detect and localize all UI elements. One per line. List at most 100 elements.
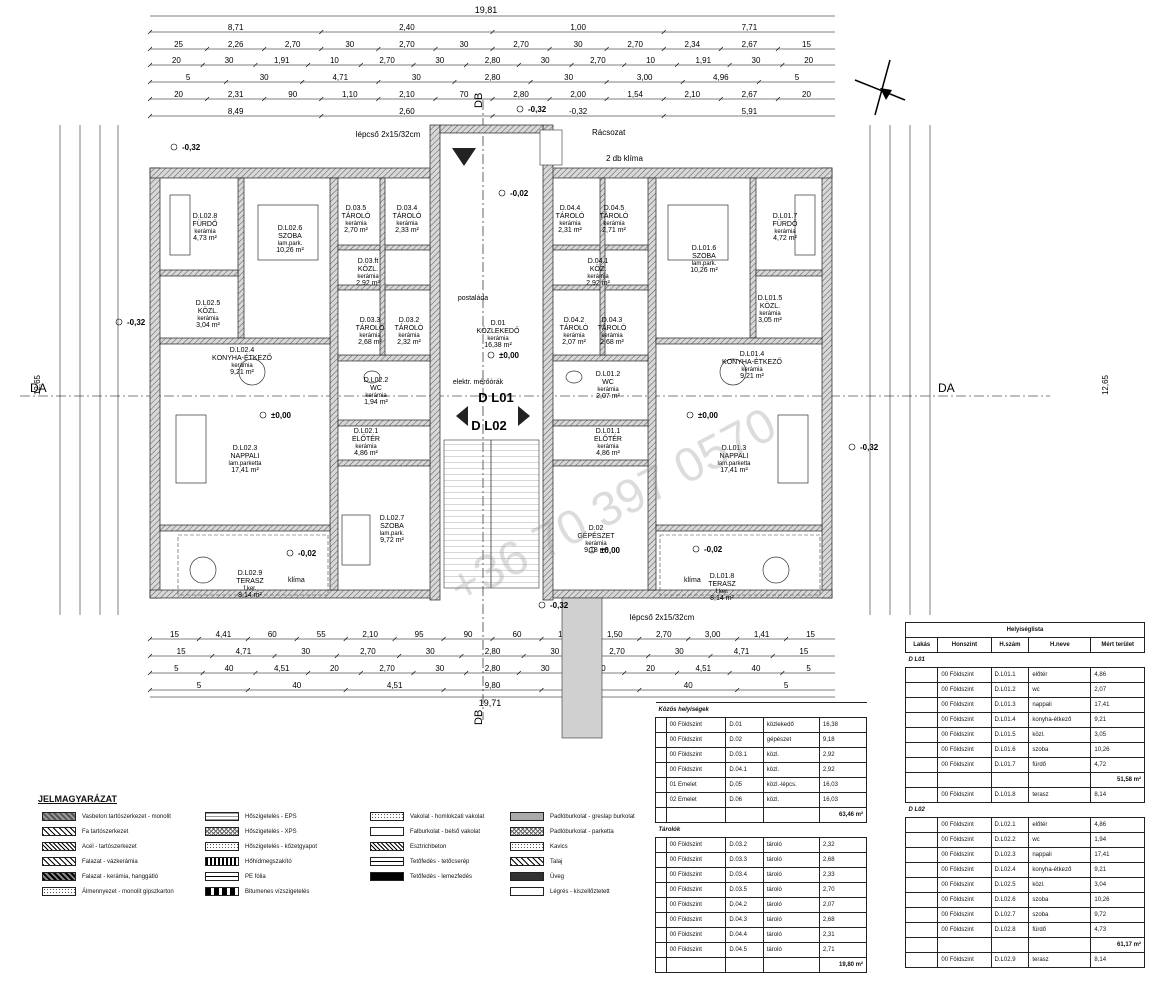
room-name: SZOBA: [692, 253, 716, 260]
table-cell: D.L01.8: [990, 787, 1030, 803]
level-value: -0,32: [860, 443, 879, 452]
dim-tick: [305, 62, 311, 68]
level-marker-icon: [538, 601, 546, 609]
dim-value: -0,32: [569, 107, 588, 116]
dim-value: 2,80: [485, 73, 501, 82]
room-floor: kerámia: [603, 221, 625, 227]
fixtures: [169, 148, 816, 589]
wall: [542, 124, 554, 601]
level-marker-icon: [516, 105, 524, 113]
table-title-row: Helyiséglista: [905, 622, 1145, 638]
sofa-icon: [777, 414, 809, 484]
dim-value: 30: [541, 56, 550, 65]
table-cell: fürdő: [1028, 757, 1092, 773]
table-cell: D.06: [725, 792, 764, 808]
room-name: KONYHA-ÉTKEZŐ: [212, 353, 272, 362]
dim-value: 30: [564, 73, 573, 82]
table-cell: wc: [1028, 832, 1092, 848]
table-cell: [937, 772, 992, 788]
room-code: D.03.ft: [358, 258, 379, 265]
table-cell: közl.: [762, 762, 820, 778]
room-name: KÖZLEKEDŐ: [477, 326, 520, 335]
table-cell: 2,70: [818, 882, 868, 898]
table-cell: D.L01.2: [990, 682, 1030, 698]
room-floor: kerámia: [396, 221, 418, 227]
dim-value: 2,34: [685, 40, 701, 49]
table-cell: 00 Földszint: [937, 952, 992, 968]
dim-tick: [490, 96, 495, 102]
room-area: 2,92 m²: [586, 280, 610, 287]
dim-value: 5: [186, 73, 191, 82]
dim-tick: [661, 46, 666, 52]
table-cell: [904, 727, 939, 743]
table-cell: [655, 792, 667, 808]
level-value: -0,02: [510, 189, 529, 198]
room-name: SZOBA: [380, 523, 404, 530]
dim-value: 2,10: [362, 630, 378, 639]
dim-value: 1,54: [627, 90, 643, 99]
table-section-row: D L01: [905, 652, 1145, 668]
dim-value: 4,51: [695, 664, 711, 673]
table-cell: 01 Emelet: [665, 777, 727, 793]
legend-swatch: [42, 872, 76, 881]
table-cell: tároló: [762, 867, 820, 883]
dim-value: 90: [464, 630, 473, 639]
table-cell: tároló: [762, 837, 820, 853]
table-cell: [655, 837, 667, 853]
dim-tick: [783, 636, 789, 642]
legend-swatch: [510, 857, 544, 866]
table-cell: [762, 957, 820, 973]
table-cell: 00 Földszint: [665, 747, 727, 763]
sofa-icon: [175, 414, 207, 484]
dim-tick: [147, 670, 153, 676]
legend-swatch: [42, 857, 76, 866]
dim-tick: [343, 636, 348, 642]
legend-item: Tetőfedés - tetőcserép: [370, 857, 469, 866]
dim-tick: [459, 653, 464, 659]
table-cell: [655, 732, 667, 748]
table-cell: 2,31: [818, 927, 868, 943]
dim-value: 30: [260, 73, 269, 82]
dim-tick: [622, 62, 627, 68]
wall: [149, 167, 161, 599]
dim-value: 20: [804, 56, 813, 65]
dim-value: 1,91: [695, 56, 711, 65]
room-name: KÖZ.: [590, 265, 606, 273]
legend-item: Fa tartószerkezet: [42, 827, 128, 836]
legend-item: Hőszigetelés - EPS: [205, 812, 297, 821]
table-section-row: D L02: [905, 802, 1145, 818]
room-floor: kerámia: [585, 541, 607, 547]
dim-tick: [490, 113, 495, 119]
table-cell: tároló: [762, 942, 820, 958]
room-name: FÜRDŐ: [773, 219, 798, 228]
dim-tick: [245, 636, 251, 642]
dim-tick: [775, 46, 781, 52]
room-code: D.04.1: [588, 258, 609, 265]
dim-tick: [622, 670, 627, 676]
dim-value: 5: [795, 73, 800, 82]
room-name: TÁROLÓ: [356, 323, 385, 332]
table-cell: [904, 937, 939, 953]
room-floor: kerámia: [563, 333, 585, 339]
table-cell: D.04.2: [725, 897, 764, 913]
legend-swatch: [510, 827, 544, 836]
legend-item: Talaj: [510, 857, 562, 866]
table-icon: [762, 556, 790, 584]
dim-value: 4,51: [387, 681, 403, 690]
room-code: D.L02.2: [364, 377, 389, 384]
legend-swatch: [510, 842, 544, 851]
room-area: 4,73 m²: [193, 235, 217, 242]
dim-tick: [147, 653, 153, 659]
room-name: NAPPALI: [719, 453, 748, 460]
